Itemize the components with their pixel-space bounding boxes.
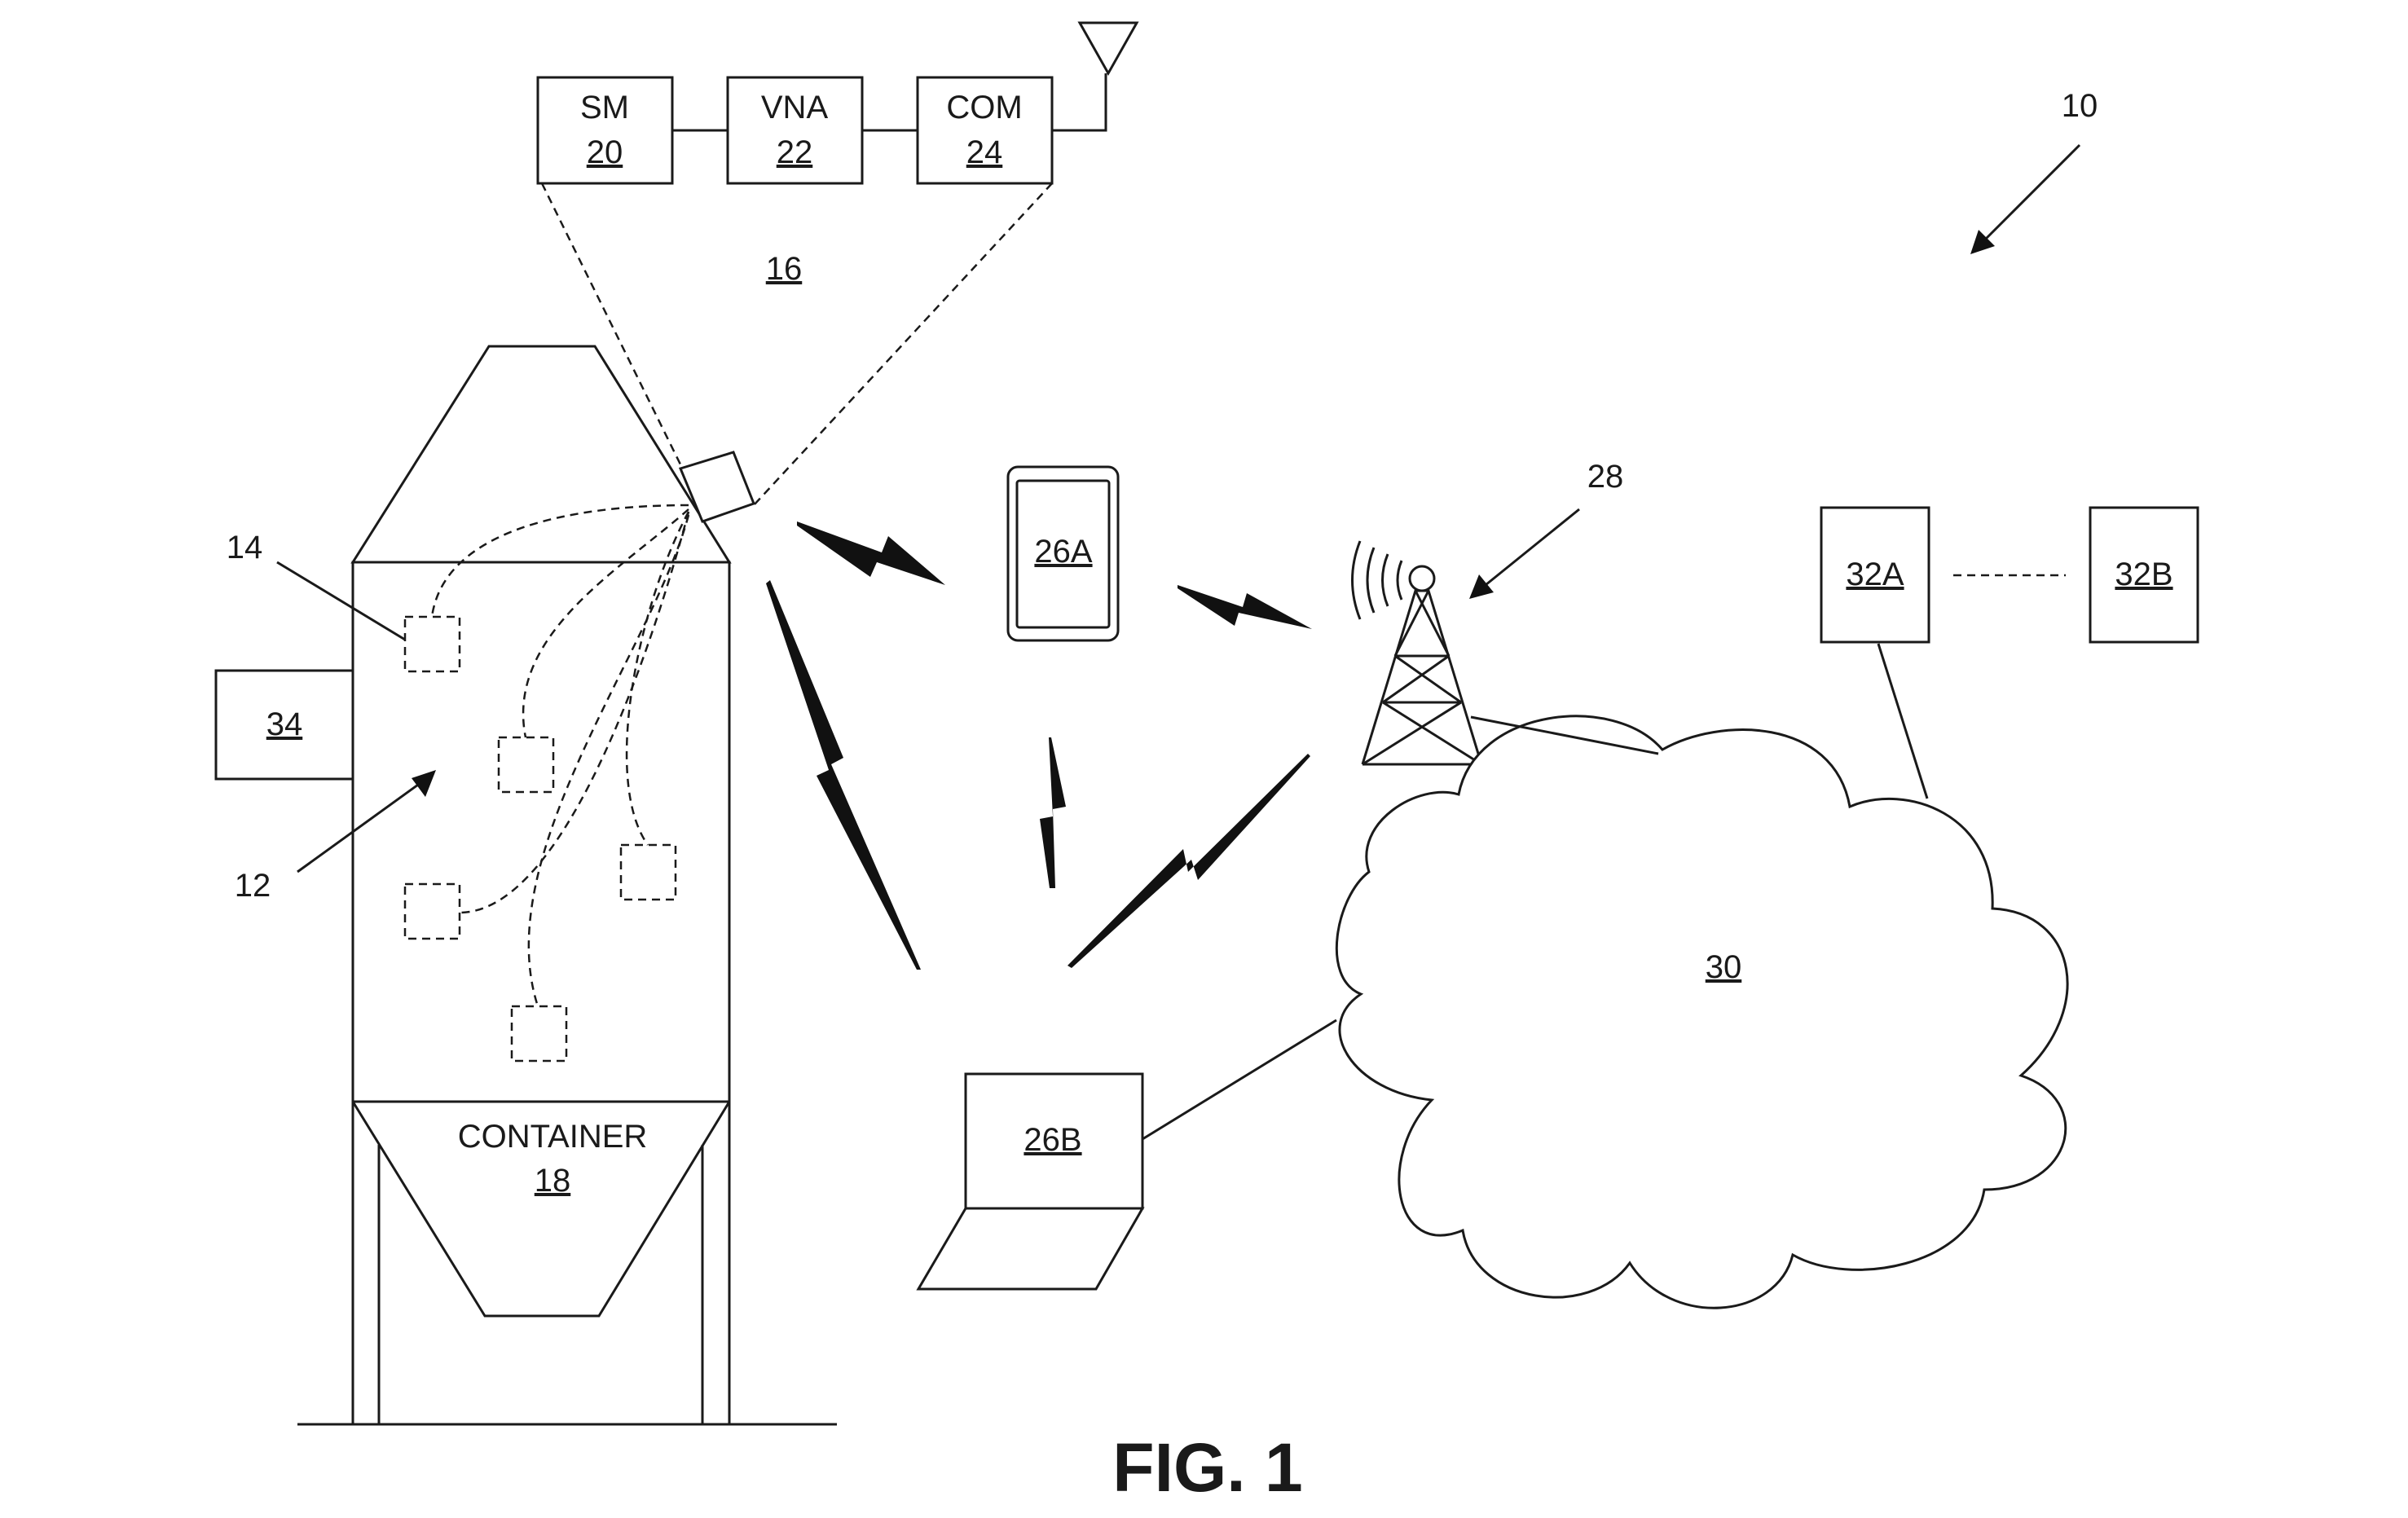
com-label: COM: [946, 90, 1022, 125]
bolt-tablet-laptop: [1040, 737, 1066, 888]
signal-waves-icon: [1351, 540, 1403, 620]
laptop-ref: 26B: [1024, 1122, 1081, 1158]
bolt-module-laptop: [766, 580, 921, 970]
interior-ref-label: 12: [235, 868, 271, 904]
tablet-screen: [1015, 479, 1111, 629]
tower-arrow-head: [1469, 574, 1494, 599]
sensor-box-1: [403, 615, 461, 673]
tower-arrow-line: [1481, 508, 1580, 590]
sensor-wire-2: [522, 508, 689, 738]
silo-roof: [350, 345, 732, 564]
sensor-module: SM 20 VNA 22 COM 24 16: [536, 21, 1139, 506]
server-cloud-link: [1877, 643, 1929, 799]
sensor-ref: 14: [227, 530, 406, 641]
bolt-module-tablet: [797, 521, 945, 585]
sensor-box-3: [619, 843, 677, 901]
wireless-links: [766, 521, 1312, 970]
roof-mounted-module: [678, 451, 755, 523]
com-ref: 24: [966, 134, 1003, 170]
bolt-laptop-tower: [1068, 754, 1310, 968]
sensor-wire-1: [430, 504, 689, 618]
external-box-ref: 34: [266, 706, 303, 742]
laptop-base: [916, 1207, 1145, 1291]
vna-block: [726, 76, 864, 185]
cloud-shape: [1335, 715, 2069, 1309]
silo-body: [351, 561, 731, 1103]
tablet-outer: [1006, 465, 1120, 642]
tower-frame: [1361, 589, 1483, 765]
sensor-wire-5: [527, 514, 690, 1007]
tower-cloud-link: [1470, 715, 1659, 755]
tablet-ref: 26A: [1034, 534, 1092, 570]
tower-ref: 28: [1587, 459, 1624, 495]
antenna-icon: [1052, 21, 1139, 132]
sensor-ref-leader: [276, 561, 406, 641]
sensor-box-2: [497, 736, 555, 794]
sm-block: [536, 76, 674, 185]
laptop-cloud-link: [1142, 1019, 1337, 1141]
external-box: 34: [214, 669, 354, 781]
cell-tower: 28: [1351, 459, 1624, 766]
server-b-ref: 32B: [2115, 557, 2172, 592]
container-silo: CONTAINER 18: [297, 345, 837, 1426]
container-label: CONTAINER: [458, 1119, 648, 1155]
network-cloud: 30: [1335, 715, 2069, 1309]
container-ref: 18: [535, 1163, 571, 1199]
server-b-box: [2089, 506, 2199, 644]
laptop-device: 26B: [916, 1072, 1145, 1291]
server-a-box: [1820, 506, 1930, 644]
system-arrow-head: [1970, 230, 1995, 254]
tower-lattice: [1362, 590, 1482, 766]
figure-caption: FIG. 1: [1112, 1429, 1302, 1506]
tablet-device: 26A: [1006, 465, 1120, 642]
cloud-ref: 30: [1706, 949, 1742, 985]
server-a-ref: 32A: [1846, 557, 1904, 592]
bolt-tablet-tower: [1178, 585, 1312, 629]
sensor-ref-label: 14: [227, 530, 263, 565]
interior-arrow-line: [297, 779, 425, 873]
silo-hopper: [351, 1101, 731, 1318]
system-ref: 10: [1970, 88, 2098, 254]
module-projection-left: [540, 183, 682, 465]
com-block: [916, 76, 1054, 185]
sm-ref: 20: [587, 134, 623, 170]
interior-ref: 12: [235, 770, 436, 904]
system-arrow-line: [1979, 143, 2081, 246]
interior-arrow-head: [412, 770, 436, 797]
sm-label: SM: [580, 90, 629, 125]
module-projection-right: [753, 183, 1053, 506]
vna-label: VNA: [761, 90, 829, 125]
sensor-wire-3: [625, 511, 690, 846]
sensor-box-4: [403, 882, 461, 940]
servers: 32A 32B: [1820, 506, 2199, 644]
sensor-box-5: [510, 1005, 568, 1063]
system-ref-label: 10: [2062, 88, 2098, 124]
tower-beacon: [1408, 565, 1436, 592]
external-box-rect: [214, 669, 354, 781]
sensor-wire-4: [459, 511, 690, 914]
sensor-module-ref: 16: [766, 251, 803, 287]
vna-ref: 22: [777, 134, 813, 170]
